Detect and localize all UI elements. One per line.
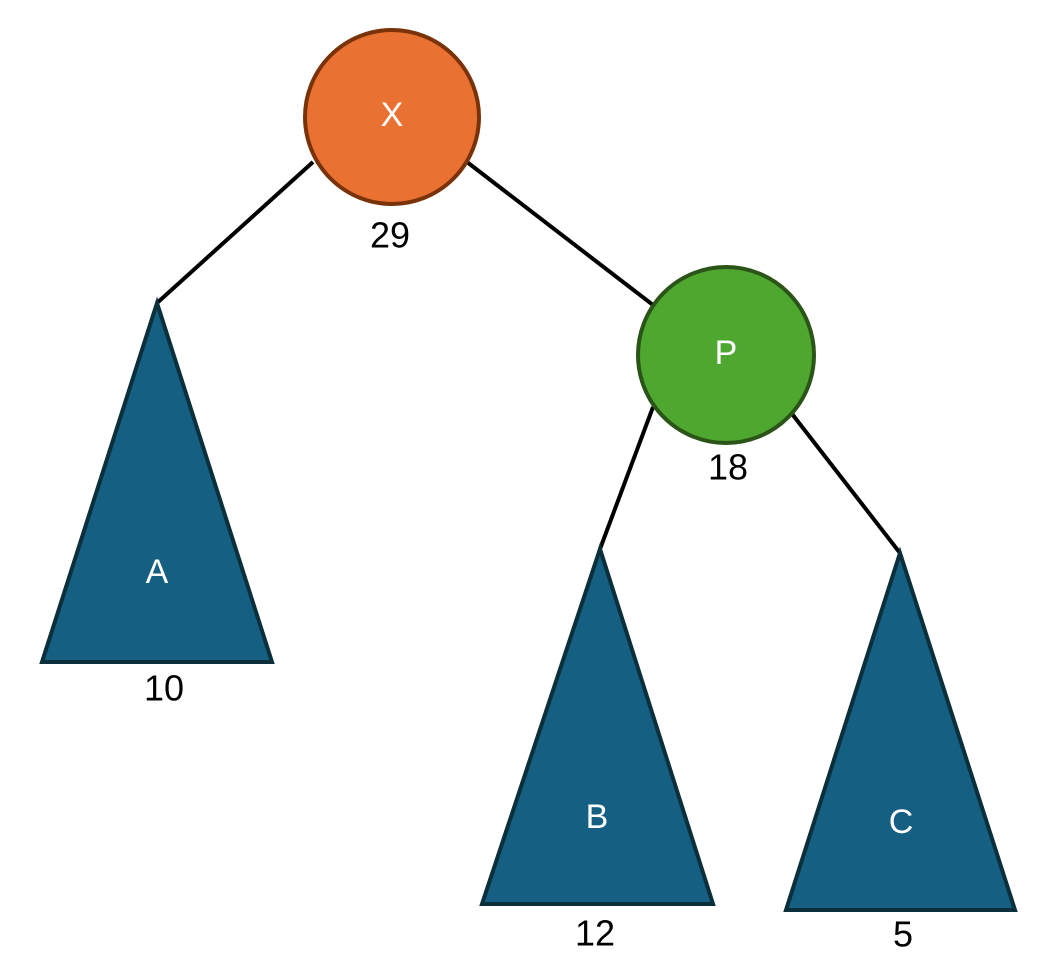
subtree-triangle-b[interactable] <box>479 542 716 906</box>
subtree-triangle-c[interactable] <box>783 546 1018 912</box>
node-label-group: X P <box>381 96 738 372</box>
node-circle-p[interactable] <box>636 265 816 445</box>
subtree-group <box>39 296 1018 912</box>
subtree-label-group: A B C <box>146 553 914 841</box>
subtree-weight-group: 10 12 5 <box>144 668 913 955</box>
subtree-label-c: C <box>889 803 914 841</box>
node-label-p: P <box>715 334 738 372</box>
node-weight-p: 18 <box>708 447 748 488</box>
subtree-weight-c: 5 <box>893 914 913 955</box>
node-weight-x: 29 <box>370 215 410 256</box>
edge-x-to-a <box>155 160 315 305</box>
subtree-label-a: A <box>146 553 169 591</box>
subtree-triangle-a[interactable] <box>39 296 275 664</box>
edge-p-to-c <box>787 408 902 555</box>
subtree-weight-a: 10 <box>144 668 184 709</box>
subtree-weight-b: 12 <box>575 913 615 954</box>
subtree-label-b: B <box>586 798 609 836</box>
node-group <box>303 28 816 445</box>
node-circle-x[interactable] <box>303 28 481 206</box>
node-label-x: X <box>381 96 404 134</box>
edge-group <box>155 160 902 555</box>
edge-x-to-p <box>465 160 655 307</box>
node-weight-group: 29 18 <box>370 215 748 488</box>
edge-p-to-b <box>598 406 655 550</box>
